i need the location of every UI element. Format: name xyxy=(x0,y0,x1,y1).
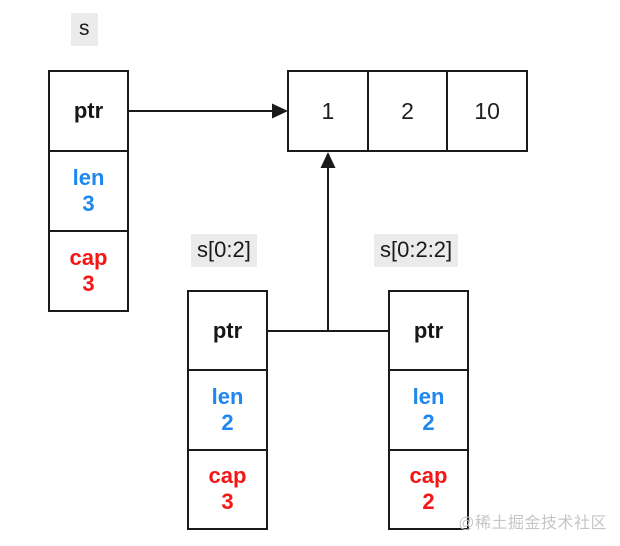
slice-struct-s02: ptr len 2 cap 3 xyxy=(187,290,268,530)
cap-value: 2 xyxy=(422,489,435,515)
cap-label: cap xyxy=(208,463,247,489)
label-slice-s: s xyxy=(71,13,98,46)
array-element-2: 10 xyxy=(446,72,527,150)
len-label: len xyxy=(211,384,244,410)
cap-label: cap xyxy=(69,245,108,271)
arrowhead-right-icon xyxy=(272,103,288,119)
ptr-label: ptr xyxy=(212,317,243,343)
ptr-cell: ptr xyxy=(189,292,266,370)
cap-value: 3 xyxy=(221,489,234,515)
len-label: len xyxy=(412,384,445,410)
ptr-cell: ptr xyxy=(390,292,467,370)
label-slice-s022: s[0:2:2] xyxy=(374,234,459,267)
len-value: 2 xyxy=(422,409,435,435)
array-element-1: 2 xyxy=(366,72,447,150)
backing-array: 1 2 10 xyxy=(287,70,528,152)
ptr-label: ptr xyxy=(413,317,444,343)
len-cell: len 3 xyxy=(50,150,127,230)
cap-cell: cap 2 xyxy=(390,448,467,528)
slice-struct-s022: ptr len 2 cap 2 xyxy=(388,290,469,530)
arrowhead-up-icon xyxy=(320,152,336,168)
len-cell: len 2 xyxy=(390,369,467,449)
array-element-0: 1 xyxy=(289,72,367,150)
label-slice-s02: s[0:2] xyxy=(191,234,257,267)
watermark-text: @稀土掘金技术社区 xyxy=(458,515,607,532)
len-value: 2 xyxy=(221,409,234,435)
cap-label: cap xyxy=(409,463,448,489)
ptr-label: ptr xyxy=(73,98,104,124)
cap-cell: cap 3 xyxy=(50,230,127,310)
len-cell: len 2 xyxy=(189,369,266,449)
ptr-cell: ptr xyxy=(50,72,127,150)
len-value: 3 xyxy=(82,191,95,216)
cap-cell: cap 3 xyxy=(189,448,266,528)
len-label: len xyxy=(72,165,105,191)
slice-struct-s: ptr len 3 cap 3 xyxy=(48,70,129,312)
cap-value: 3 xyxy=(82,271,95,296)
